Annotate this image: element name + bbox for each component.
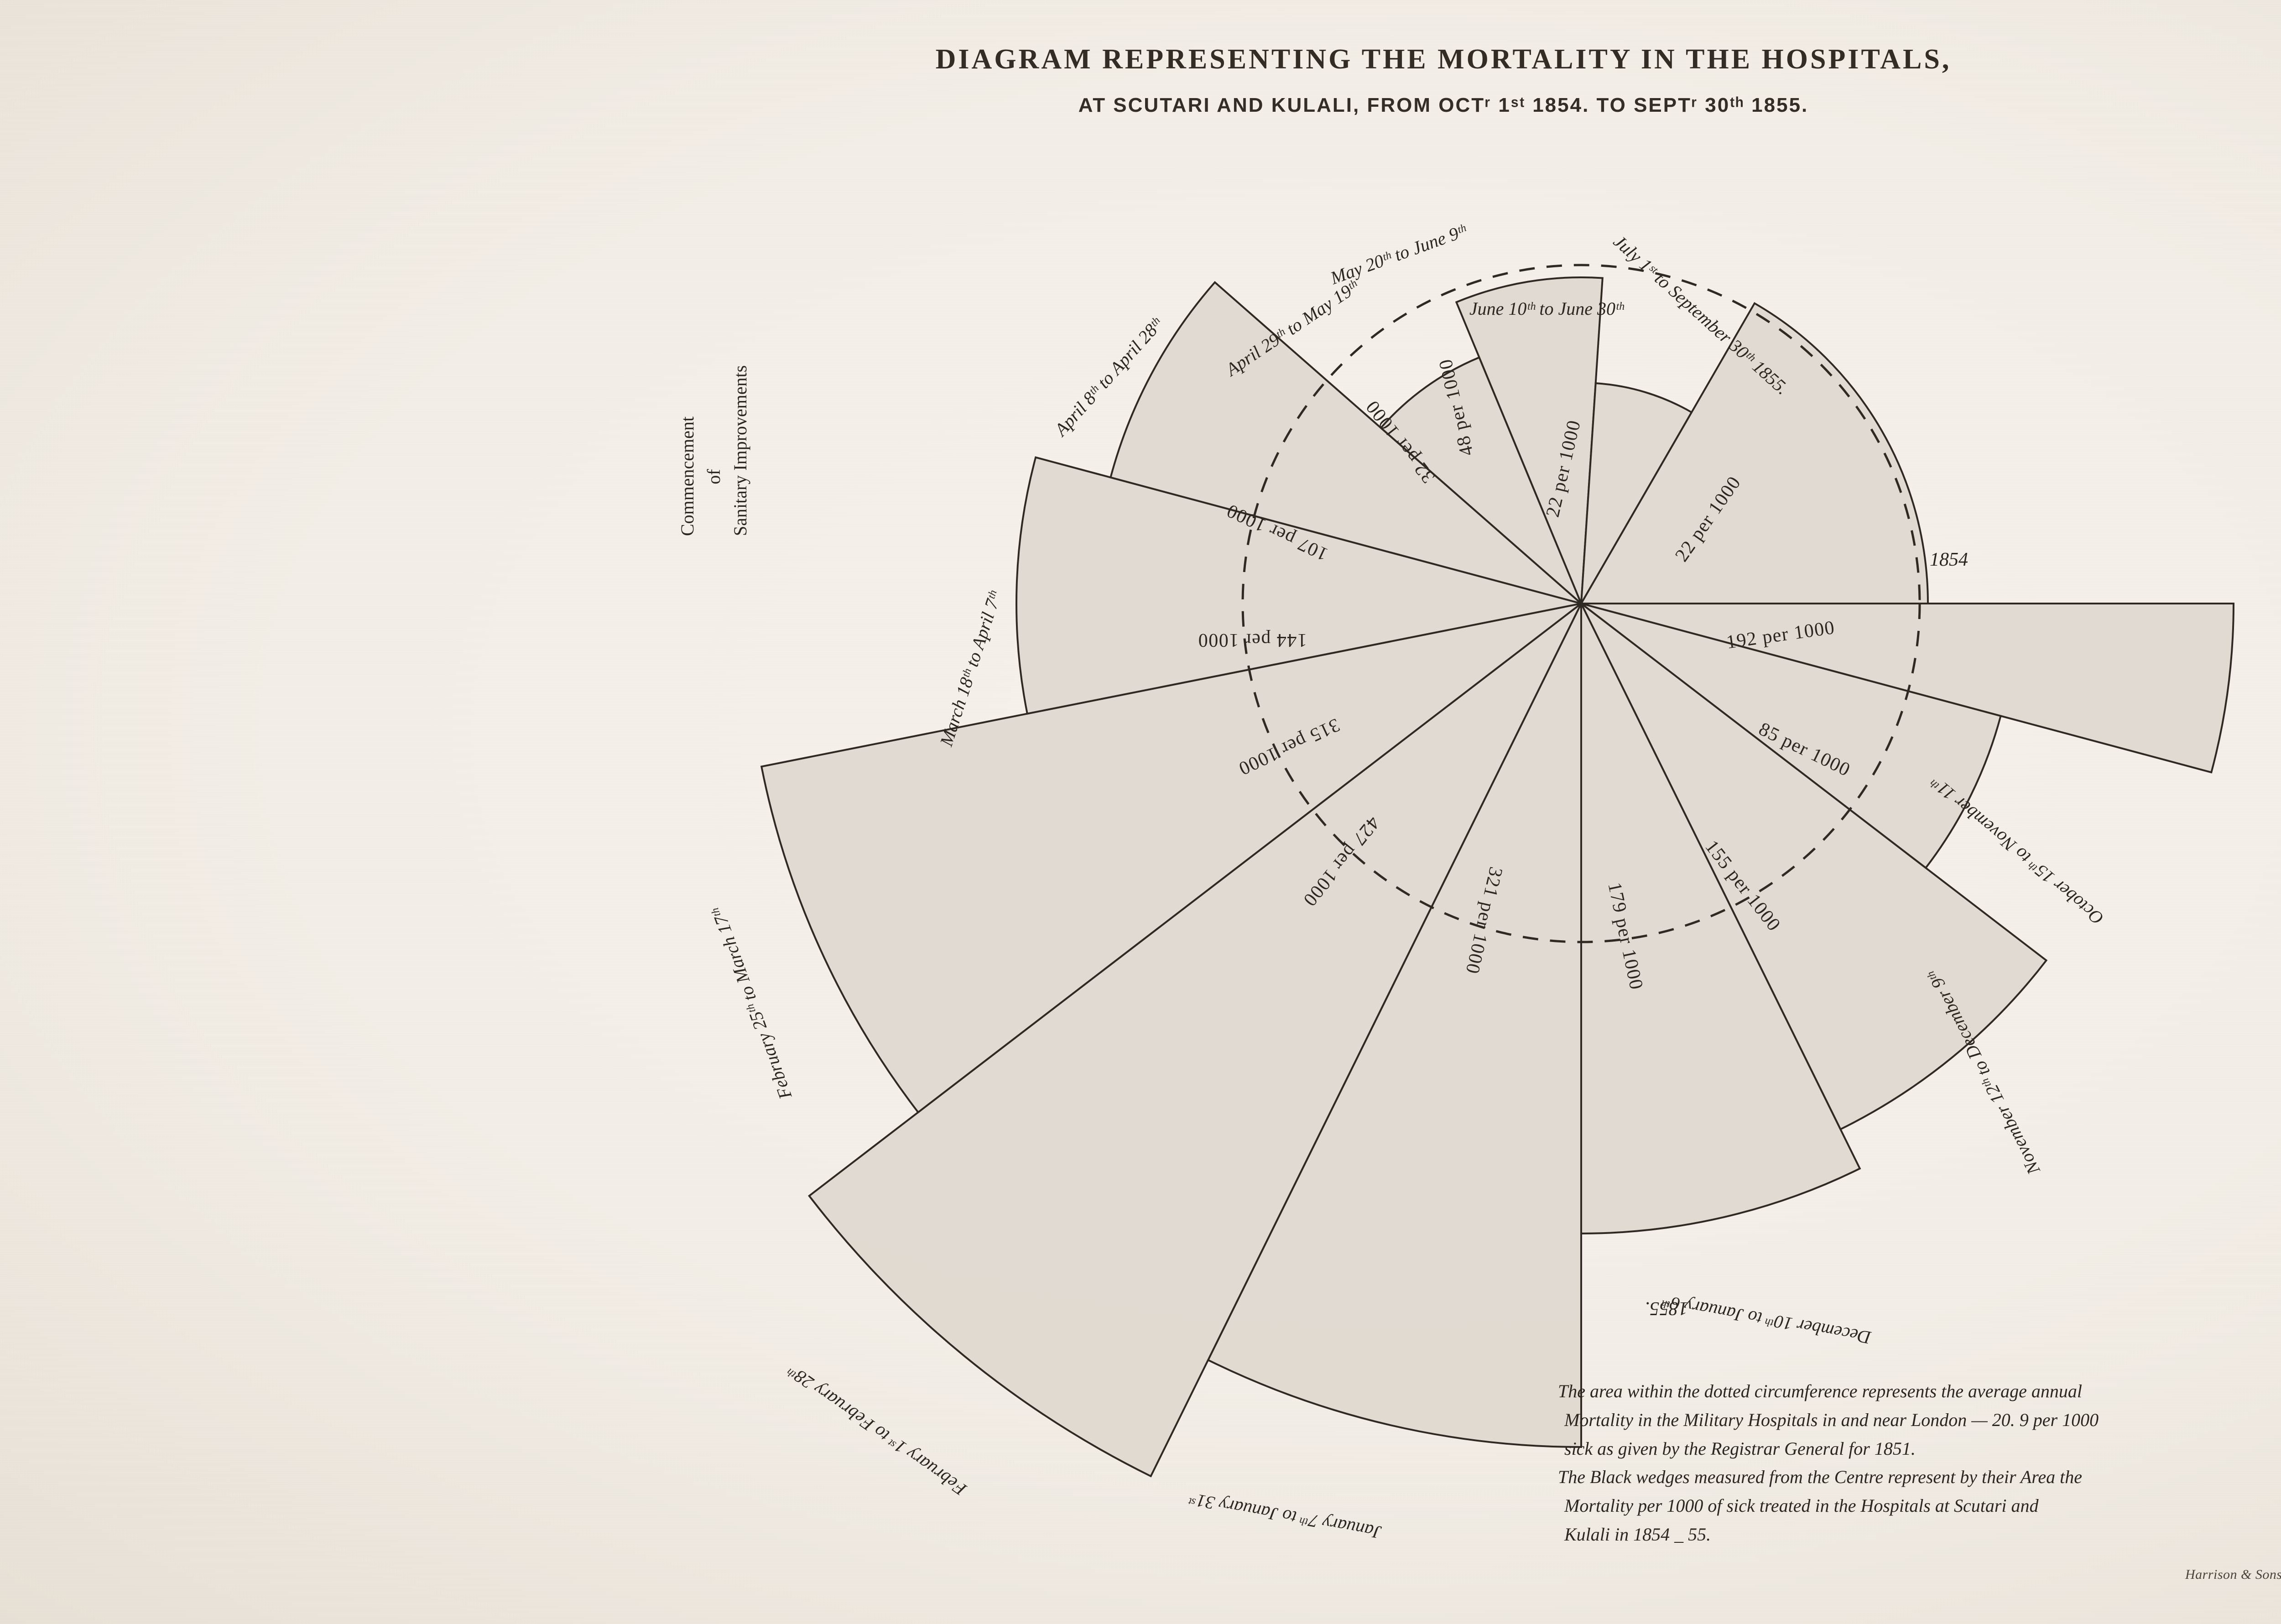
wedge-date-label: February 1ˢᵗ to February 28ᵗʰ	[783, 1361, 970, 1500]
sanitary-note-line1: Commencement	[677, 416, 698, 536]
caption-line-3: sick as given by the Registrar General f…	[1564, 1438, 1916, 1459]
caption-line-2: Mortality in the Military Hospitals in a…	[1564, 1409, 2099, 1430]
wedge-divider-spoke	[1478, 357, 1582, 604]
wedge-divider-spoke	[1581, 603, 2212, 773]
rose-wedge	[1579, 302, 1929, 604]
wedge-divider-spoke	[1580, 603, 1841, 1130]
wedge-divider-spoke	[808, 603, 1582, 1197]
wedge-date-label: May 20ᵗʰ to June 9ᵗʰ	[1327, 220, 1470, 289]
spoke-layer	[761, 278, 2212, 1361]
publisher-imprint: Harrison & Sons, Sᵗ Martin's Lane.	[2185, 1567, 2281, 1582]
wedge-date-label: January 7ᵗʰ to January 31ˢᵗ	[1187, 1489, 1383, 1543]
wedge-divider-spoke	[1207, 603, 1582, 1361]
rose-wedge	[807, 603, 1582, 1478]
rose-wedge	[1580, 603, 1861, 1235]
rose-wedge	[1580, 603, 2002, 869]
caption-line-4: The Black wedges measured from the Centr…	[1558, 1467, 2083, 1488]
rose-wedge	[760, 603, 1582, 1114]
page-subtitle: at Scutari and Kulali, from Octʳ 1ˢᵗ 185…	[1078, 94, 1809, 116]
caption-line-6: Kulali in 1854 _ 55.	[1564, 1524, 1711, 1545]
year-label-1854: 1854	[1930, 549, 1968, 570]
rose-wedge	[1380, 356, 1582, 604]
wedge-divider-spoke	[1035, 456, 1582, 604]
chart-caption: The area within the dotted circumference…	[1558, 1378, 2281, 1550]
sanitary-improvements-note: Commencement of Sanitary Improvements	[674, 365, 754, 536]
wedge-divider-spoke	[1580, 603, 1927, 869]
wedge-divider-spoke	[1580, 278, 1604, 604]
wedge-divider-spoke	[1580, 411, 1693, 604]
rose-wedge	[1455, 276, 1604, 604]
caption-line-5: Mortality per 1000 of sick treated in th…	[1564, 1495, 2039, 1516]
rose-wedge	[1580, 603, 2048, 1131]
wedge-date-label: February 25ᵗʰ to March 17ᵗʰ	[707, 904, 796, 1103]
wedge-date-label: December 10ᵗʰ to January 6ᵗʰ	[1660, 1291, 1873, 1348]
sanitary-note-line3: Sanitary Improvements	[730, 365, 750, 536]
wedge-divider-spoke	[761, 603, 1582, 768]
wedge-divider-spoke	[1214, 281, 1582, 604]
page-title: Diagram representing the Mortality in th…	[935, 44, 1952, 75]
title-block: Diagram representing the Mortality in th…	[0, 43, 2281, 117]
wedge-value-label: 144 per 1000	[1198, 630, 1307, 651]
wedge-date-label: June 10ᵗʰ to June 30ᵗʰ	[1469, 298, 1625, 319]
rose-wedge	[1580, 382, 1693, 604]
rose-wedge	[1581, 603, 2235, 774]
rose-wedge	[1016, 456, 1582, 715]
sanitary-note-line2: of	[703, 469, 724, 484]
rose-wedge	[1109, 281, 1582, 604]
wedge-layer	[760, 276, 2235, 1478]
caption-line-1: The area within the dotted circumference…	[1558, 1381, 2082, 1401]
year-label-1855: 1855.	[1645, 1298, 1688, 1319]
rose-wedge	[1207, 603, 1582, 1448]
